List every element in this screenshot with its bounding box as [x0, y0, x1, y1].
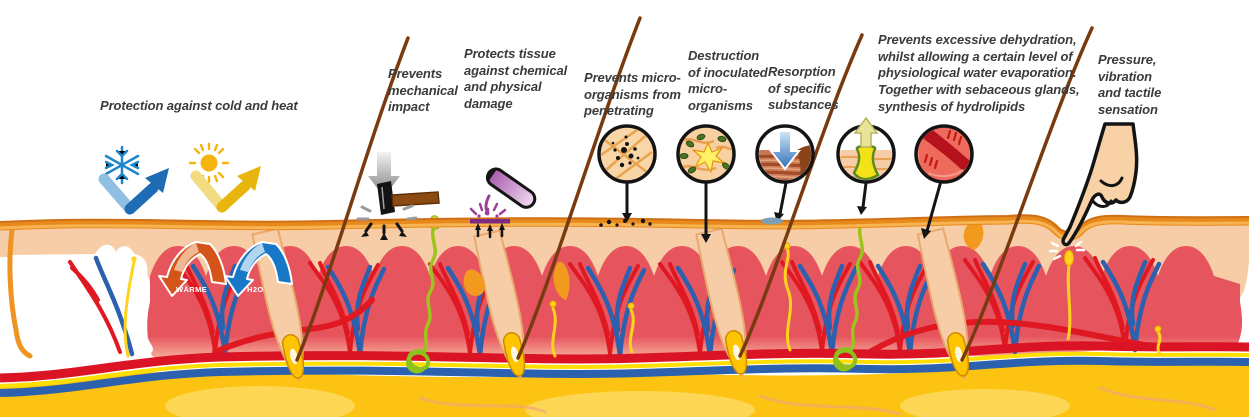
label-protection-cold-heat: Protection against cold and heat: [100, 98, 298, 113]
hair-follicles: [251, 218, 984, 382]
test-tube-icon: [484, 167, 537, 216]
label-microorganisms: Prevents micro- organisms from penetrati…: [584, 70, 681, 119]
label-dehydration: Prevents excessive dehydration, whilst a…: [878, 32, 1080, 114]
nerve-fibers: [549, 242, 1162, 358]
magnifier-microbes-icon: [597, 124, 657, 222]
label-resorption: Resorption of specific substances: [768, 64, 839, 113]
magnifier-evaporation-icon: [836, 116, 896, 215]
vein: [93, 255, 135, 357]
magnifier-hydrolipid-icon: [914, 124, 974, 239]
surface-microbe-dots: [599, 218, 652, 227]
skin-cross-section: [0, 16, 1249, 417]
chemical-splash: [469, 202, 510, 239]
hair-shafts: [295, 16, 1094, 362]
heat-bounce-arrow-icon: [190, 166, 261, 213]
snowflake-icon: [104, 145, 140, 185]
vessel-bands: [0, 341, 1249, 397]
label-chemical-damage: Protects tissue against chemical and phy…: [464, 46, 568, 111]
warmth-fold-arrow-icon: [158, 241, 227, 297]
cold-bounce-arrow-icon: [98, 168, 169, 215]
water-fold-arrow-icon: [224, 241, 293, 297]
label-warmth: WÄRME: [176, 285, 208, 294]
touch-receptor: [1048, 240, 1086, 341]
nerve-fiber: [123, 260, 136, 358]
artery: [68, 260, 122, 354]
pointing-finger-icon: [1061, 122, 1139, 247]
label-destruction: Destruction of inoculated micro- organis…: [688, 48, 768, 113]
label-water: H2O: [247, 285, 264, 294]
dermis-fadeout-window: [7, 227, 153, 359]
impact-arrow-icon: [368, 152, 400, 197]
hammer-icon: [377, 181, 440, 215]
skin-surface: [0, 214, 1249, 241]
absorbed-substance: [761, 217, 783, 225]
magnifier-resorption-icon: [755, 124, 815, 222]
magnifier-destruction-icon: [676, 124, 736, 243]
label-sensation: Pressure, vibration and tactile sensatio…: [1098, 52, 1162, 117]
label-mechanical-impact: Prevents mechanical impact: [388, 66, 458, 115]
impact-marks: [356, 204, 418, 240]
